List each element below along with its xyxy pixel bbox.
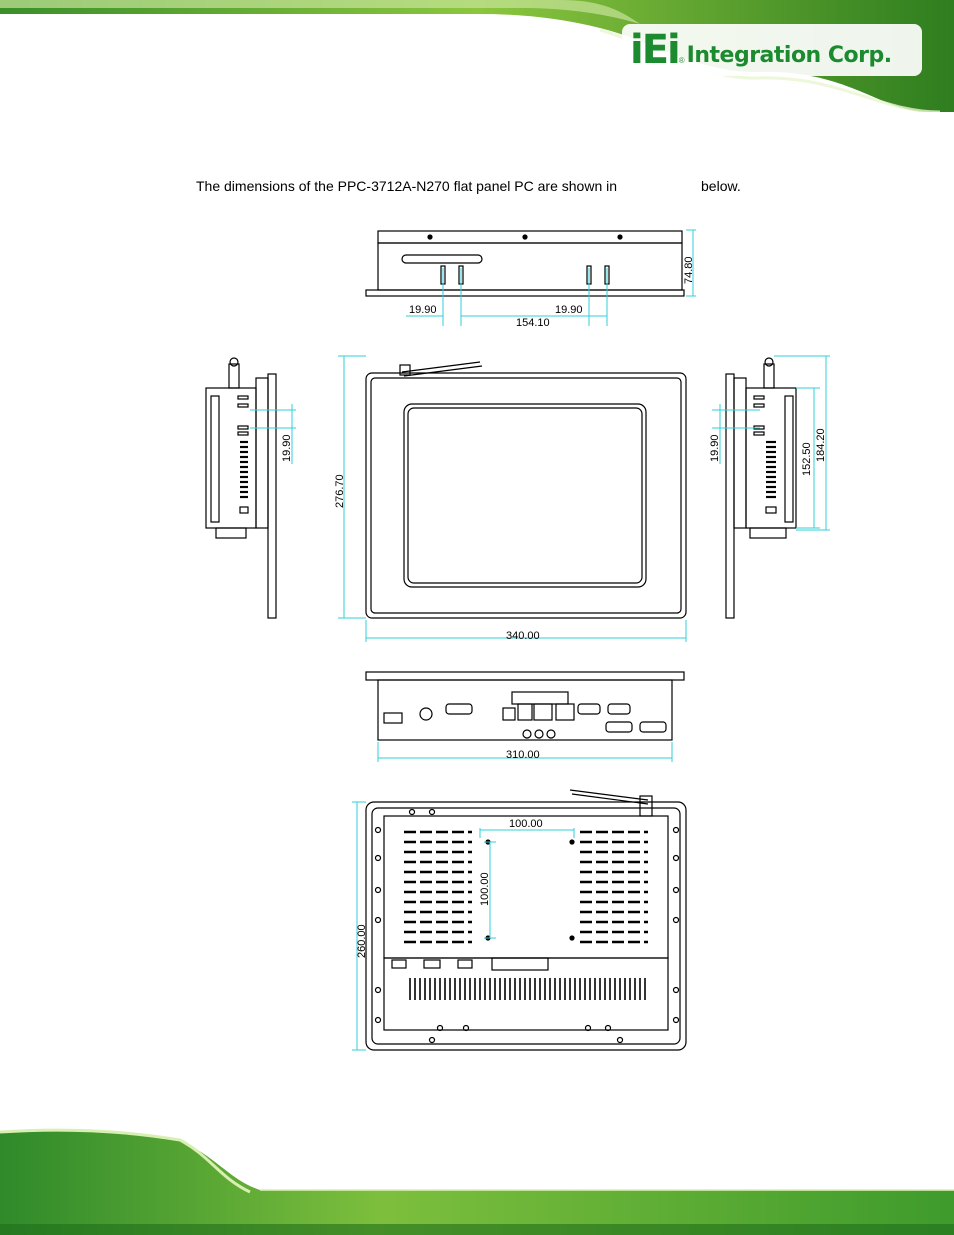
dim-top-offset-right: 19.90 bbox=[555, 304, 583, 316]
dim-top-offset-left: 19.90 bbox=[409, 304, 437, 316]
left-side-view bbox=[205, 357, 277, 619]
dim-left-side-offset: 19.90 bbox=[281, 434, 293, 462]
dim-top-height: 74.80 bbox=[683, 256, 695, 284]
header-banner bbox=[0, 0, 954, 112]
dim-rear-height: 260.00 bbox=[356, 924, 368, 958]
dim-rear-vesa-width: 100.00 bbox=[509, 818, 543, 830]
bottom-view bbox=[365, 671, 685, 741]
front-view bbox=[365, 361, 687, 619]
dim-top-span: 154.10 bbox=[516, 317, 550, 329]
registered-mark: ® bbox=[678, 55, 685, 65]
company-logo: iEi ® Integration Corp. bbox=[630, 28, 892, 72]
dim-front-height: 276.70 bbox=[334, 474, 346, 508]
footer-banner bbox=[0, 1128, 954, 1235]
intro-paragraph: The dimensions of the PPC-3712A-N270 fla… bbox=[196, 178, 741, 194]
dim-rear-vesa-height: 100.00 bbox=[479, 872, 491, 906]
company-name: Integration Corp. bbox=[686, 42, 892, 68]
dim-front-width: 340.00 bbox=[506, 630, 540, 642]
intro-text-after: below. bbox=[701, 178, 741, 194]
top-view bbox=[365, 230, 685, 297]
dim-right-outer-height: 184.20 bbox=[815, 428, 827, 462]
rear-view bbox=[365, 789, 687, 1051]
dim-right-side-offset: 19.90 bbox=[709, 434, 721, 462]
logo-mark: iEi bbox=[630, 27, 681, 73]
dim-right-inner-height: 152.50 bbox=[801, 442, 813, 476]
right-side-view bbox=[725, 357, 797, 619]
dim-bottom-width: 310.00 bbox=[506, 749, 540, 761]
intro-text-before: The dimensions of the PPC-3712A-N270 fla… bbox=[196, 178, 618, 194]
